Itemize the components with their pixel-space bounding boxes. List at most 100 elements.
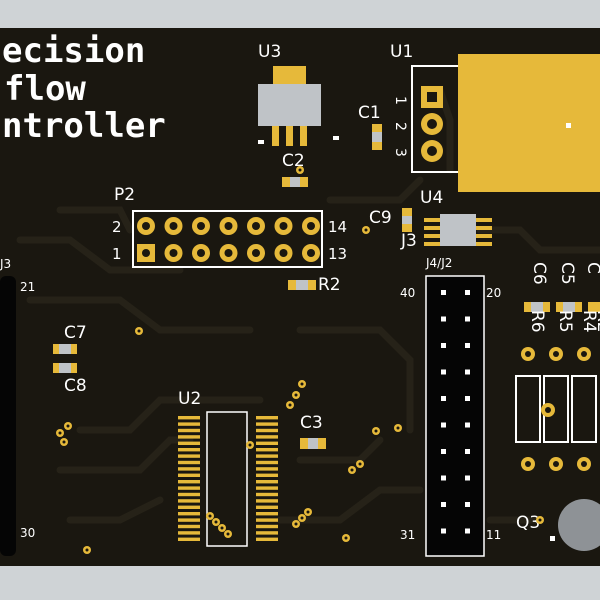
j3-pin-21-label: 21 — [20, 280, 35, 294]
u2-pad — [178, 531, 200, 535]
q3-transistor: Q3 — [516, 499, 600, 551]
u2-pad — [256, 454, 278, 458]
u1-pin-3-label: 3 — [392, 148, 408, 157]
title-line-2: flow — [4, 69, 86, 109]
j3-connector: J3 21 30 — [0, 257, 35, 556]
j4-pin — [465, 502, 470, 507]
u2-pad — [178, 505, 200, 509]
u2-pad — [178, 473, 200, 477]
r2-resistor: R2 — [288, 275, 341, 295]
j4-pin — [441, 290, 446, 295]
u1-connector: U1 1 2 3 — [390, 42, 600, 192]
u3-label: U3 — [258, 42, 281, 62]
u2-pad — [256, 518, 278, 522]
q3-label: Q3 — [516, 513, 540, 533]
j4-pin — [465, 422, 470, 428]
j4-pin — [441, 528, 446, 534]
u2-pad — [256, 422, 278, 426]
j4-pin — [465, 316, 470, 322]
c9-label: C9 — [369, 208, 392, 228]
u2-pad — [256, 428, 278, 433]
c3-label: C3 — [300, 413, 323, 433]
j4-pin — [441, 422, 446, 428]
r-edge-label: R2 — [593, 310, 600, 333]
u2-pad — [256, 537, 278, 541]
title-line-1: ecision — [2, 31, 145, 71]
j4-pin — [441, 502, 446, 507]
title-line-3: ntroller — [2, 106, 166, 146]
c-edge-label: C — [583, 262, 600, 274]
u2-pad — [178, 524, 200, 529]
j4-pin — [465, 369, 470, 375]
j4-pin — [465, 290, 470, 295]
j3-label: J3 — [400, 231, 417, 251]
u2-pad — [178, 492, 200, 497]
p2-header: P2 2 1 14 13 — [112, 185, 347, 268]
u2-ic: U2 — [178, 389, 278, 547]
j4-pin — [441, 396, 446, 401]
j4-pin-31-label: 31 — [400, 528, 415, 542]
u2-pad — [256, 505, 278, 509]
j3-pin-30-label: 30 — [20, 526, 35, 540]
u2-label: U2 — [178, 389, 201, 409]
u2-pad — [178, 518, 200, 522]
u2-pad — [178, 422, 200, 426]
u2-pad — [178, 416, 200, 420]
j4-pin — [441, 343, 446, 348]
j4-pin-40-label: 40 — [400, 286, 415, 300]
j4-pin — [465, 343, 470, 348]
u3-regulator: U3 — [258, 42, 339, 146]
u2-pad — [256, 467, 278, 471]
c5-label: C5 — [557, 262, 577, 285]
right-passives: C6 C5 C R6 R5 R4 R2 — [515, 262, 600, 471]
j4-pin — [465, 528, 470, 534]
u2-pad — [256, 460, 278, 465]
r6-label: R6 — [527, 310, 547, 333]
u2-pad — [256, 448, 278, 452]
u2-pad — [178, 486, 200, 490]
u2-pad — [178, 480, 200, 484]
u2-pad — [178, 499, 200, 503]
u2-pad — [256, 512, 278, 516]
c2-label: C2 — [282, 151, 305, 171]
j4-pin — [465, 396, 470, 401]
p2-pin-14-label: 14 — [328, 218, 347, 236]
u2-pad — [256, 492, 278, 497]
u2-pad — [256, 531, 278, 535]
u2-pad — [178, 467, 200, 471]
copper-traces — [16, 86, 600, 524]
r4-label: R4 — [579, 310, 599, 333]
c6-label: C6 — [529, 262, 549, 285]
r5-label: R5 — [555, 310, 575, 333]
u2-pad — [256, 524, 278, 529]
j4-pin-11-label: 11 — [486, 528, 501, 542]
u2-pad — [256, 486, 278, 490]
j4-pin — [441, 316, 446, 322]
u2-pad — [256, 435, 278, 439]
vias — [56, 166, 544, 554]
p2-pin-13-label: 13 — [328, 245, 347, 263]
u2-pad — [178, 460, 200, 465]
u2-pad — [256, 416, 278, 420]
u1-pin-1-label: 1 — [392, 96, 408, 105]
j4-j2-connector: J4/J2 40 20 31 11 — [400, 256, 501, 557]
u4-ic: U4 — [420, 188, 492, 246]
j4-pin-20-label: 20 — [486, 286, 501, 300]
c1-capacitor: C1 — [358, 103, 382, 150]
u2-pad — [256, 499, 278, 503]
u4-label: U4 — [420, 188, 443, 208]
u2-pad — [178, 537, 200, 541]
c7-capacitor: C7 — [53, 323, 87, 354]
j4-pin — [465, 475, 470, 481]
board-title: ecision flow ntroller — [2, 31, 166, 146]
j4-pin — [441, 369, 446, 375]
c7-label: C7 — [64, 323, 87, 343]
u2-pad — [178, 441, 200, 445]
c8-label: C8 — [64, 376, 87, 396]
r2-label: R2 — [318, 275, 341, 295]
j4-pin — [441, 475, 446, 481]
c2-capacitor: C2 — [282, 151, 308, 187]
p2-label: P2 — [114, 185, 135, 205]
